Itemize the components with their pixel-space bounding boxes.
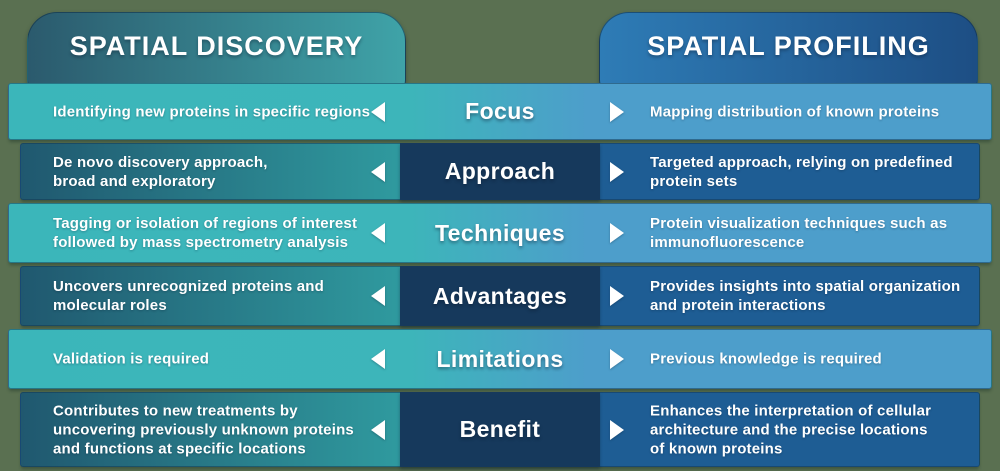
right-arrow-icon bbox=[610, 286, 624, 306]
row-approach: De novo discovery approach, broad and ex… bbox=[0, 143, 1000, 200]
row-label-techniques: Techniques bbox=[434, 219, 566, 246]
right-arrow-icon bbox=[610, 349, 624, 369]
spatial-profiling-title: SPATIAL PROFILING bbox=[647, 31, 930, 61]
profiling-limitations-text: Previous knowledge is required bbox=[650, 350, 882, 368]
profiling-focus-text: Mapping distribution of known proteins bbox=[650, 103, 940, 120]
row-background-strip bbox=[8, 329, 992, 389]
profiling-advantages-text: Provides insights into spatial organizat… bbox=[650, 278, 961, 314]
row-benefit: Contributes to new treatments by uncover… bbox=[0, 392, 1000, 467]
right-arrow-icon bbox=[610, 419, 624, 440]
row-background-strip bbox=[8, 83, 992, 140]
left-arrow-icon bbox=[371, 161, 385, 182]
discovery-approach-text: De novo discovery approach, broad and ex… bbox=[53, 153, 268, 190]
right-arrow-icon bbox=[610, 223, 624, 243]
right-arrow-icon bbox=[610, 101, 624, 122]
discovery-techniques-text: Tagging or isolation of regions of inter… bbox=[53, 215, 358, 251]
left-arrow-icon bbox=[371, 286, 385, 306]
row-advantages: Uncovers unrecognized proteins and molec… bbox=[0, 266, 1000, 326]
row-background-strip bbox=[8, 203, 992, 263]
left-arrow-icon bbox=[371, 419, 385, 440]
spatial-discovery-title: SPATIAL DISCOVERY bbox=[69, 31, 364, 61]
discovery-focus-text: Identifying new proteins in specific reg… bbox=[53, 103, 371, 120]
row-label-focus: Focus bbox=[465, 98, 535, 124]
row-techniques: Tagging or isolation of regions of inter… bbox=[0, 203, 1000, 263]
discovery-benefit-text: Contributes to new treatments by uncover… bbox=[53, 402, 354, 457]
row-focus: Identifying new proteins in specific reg… bbox=[0, 83, 1000, 140]
row-label-advantages: Advantages bbox=[400, 266, 600, 326]
spatial-discovery-header-tab: SPATIAL DISCOVERY bbox=[27, 12, 406, 92]
row-limitations: Validation is required Limitations Previ… bbox=[0, 329, 1000, 389]
row-label-benefit: Benefit bbox=[400, 392, 600, 467]
row-label-limitations: Limitations bbox=[436, 345, 564, 372]
row-label-approach: Approach bbox=[400, 143, 600, 200]
profiling-techniques-text: Protein visualization techniques such as… bbox=[650, 215, 948, 251]
profiling-benefit-text: Enhances the interpretation of cellular … bbox=[650, 402, 932, 457]
discovery-limitations-text: Validation is required bbox=[53, 350, 210, 368]
left-arrow-icon bbox=[371, 101, 385, 122]
left-arrow-icon bbox=[371, 223, 385, 243]
spatial-profiling-header-tab: SPATIAL PROFILING bbox=[599, 12, 978, 92]
discovery-advantages-text: Uncovers unrecognized proteins and molec… bbox=[53, 278, 325, 314]
right-arrow-icon bbox=[610, 161, 624, 182]
profiling-approach-text: Targeted approach, relying on predefined… bbox=[650, 153, 953, 190]
left-arrow-icon bbox=[371, 349, 385, 369]
